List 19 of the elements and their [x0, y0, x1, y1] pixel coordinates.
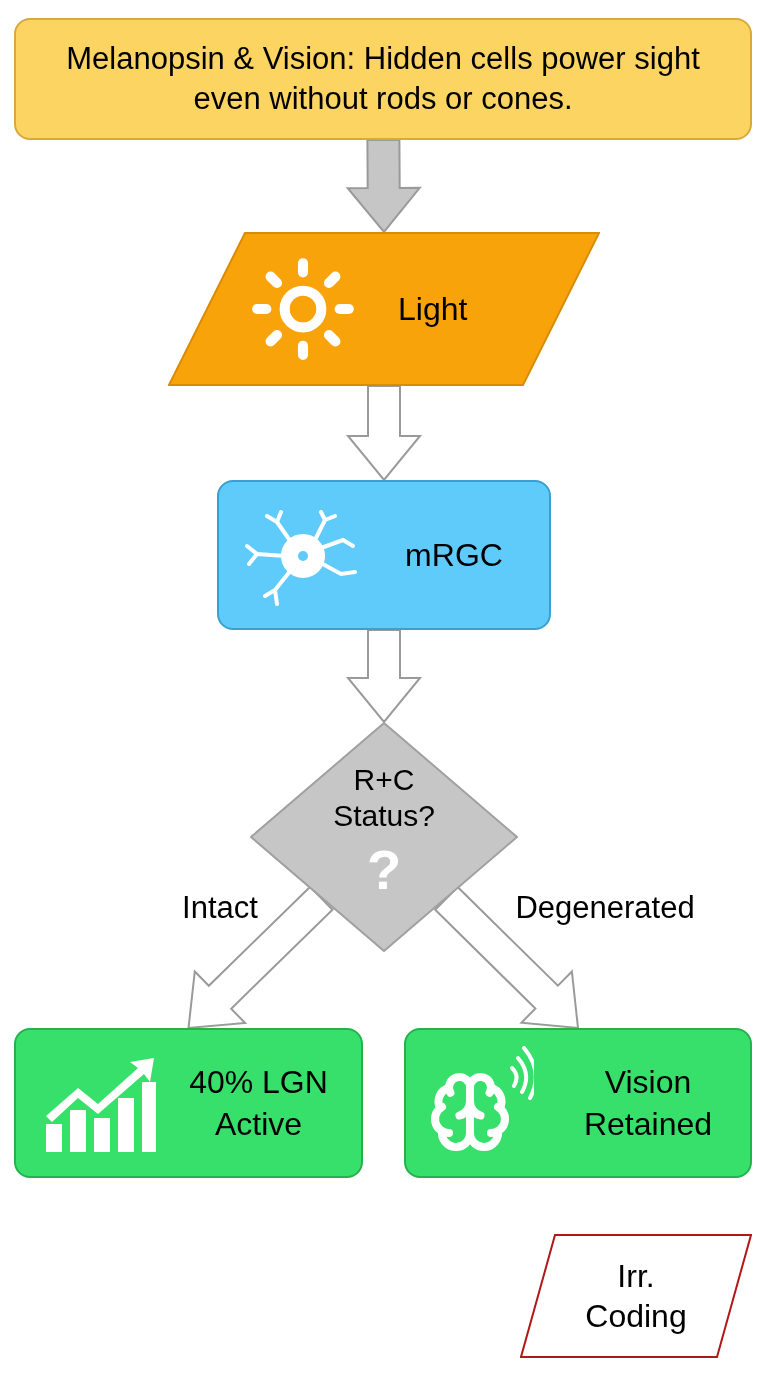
- block-arrow: [433, 885, 580, 1030]
- block-arrow: [187, 885, 334, 1030]
- input-parallelogram: [168, 232, 600, 386]
- node-label: Vision Retained: [582, 1063, 714, 1144]
- result-box: [404, 1028, 752, 1178]
- result-box: [14, 1028, 363, 1178]
- block-arrow: [345, 138, 422, 234]
- node-label: Irr. Coding: [584, 1257, 688, 1336]
- title-box: [14, 18, 752, 140]
- node-label: mRGC: [405, 536, 503, 575]
- process-box: [217, 480, 551, 630]
- node-label: Melanopsin & Vision: Hidden cells power sight even without rods or cones.: [65, 40, 701, 118]
- note-parallelogram: [520, 1234, 752, 1358]
- node-label: Light: [398, 290, 468, 329]
- block-arrow: [345, 385, 423, 482]
- node-label: 40% LGN Active: [188, 1063, 329, 1144]
- question-mark: ?: [366, 842, 402, 898]
- node-label: R+C Status?: [332, 762, 436, 834]
- block-arrow: [345, 629, 423, 724]
